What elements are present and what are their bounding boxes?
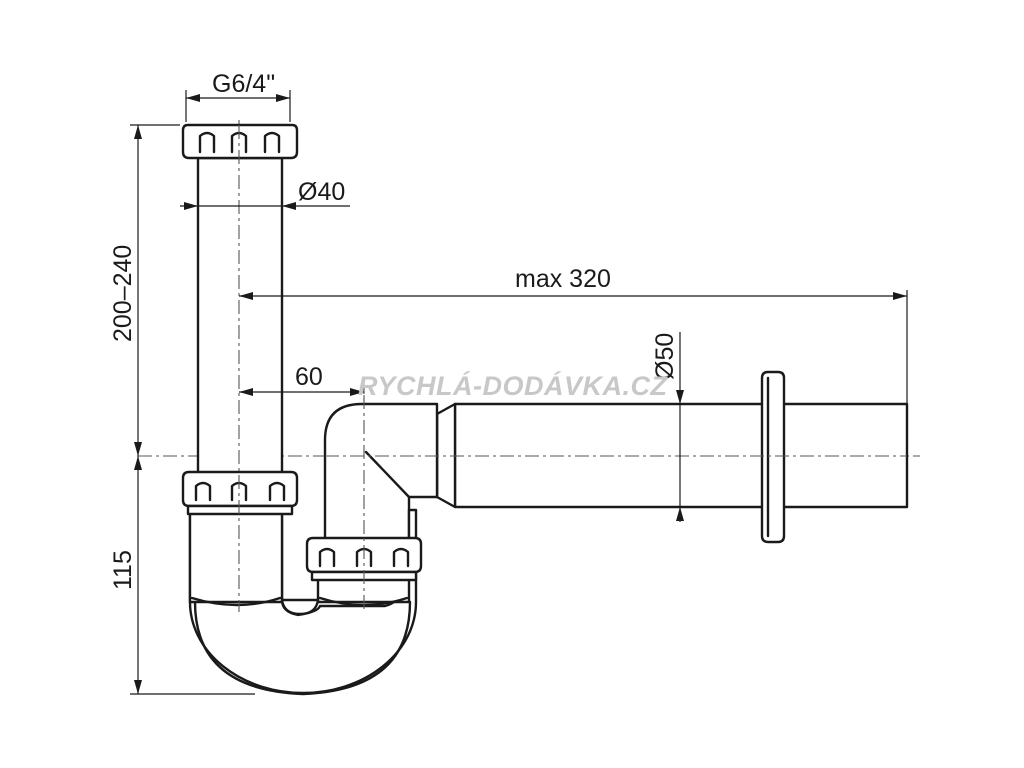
trap-depth-label: 115 [109, 550, 137, 590]
offset-label: 60 [295, 363, 323, 391]
trap-depth-arrow-top [134, 456, 142, 470]
trap-depth-arrow-bottom [134, 680, 142, 694]
dimension-trap-depth: 115 [109, 456, 255, 695]
height-label: 200–240 [109, 245, 137, 342]
dimension-max-length: max 320 [239, 265, 908, 404]
inlet-diameter-arrow-right [282, 202, 296, 210]
thread-arrow-right [276, 94, 290, 102]
trap-left-socket-edge [190, 596, 282, 607]
inlet-pipe-body [196, 156, 284, 476]
left-nut-rib-right [268, 481, 286, 502]
dimension-outlet-diameter: Ø50 [651, 332, 684, 522]
dimension-inlet-diameter: Ø40 [180, 178, 350, 210]
left-lower-nut [181, 470, 299, 516]
trap-inner-bend [193, 600, 412, 696]
trap-center-hump [280, 598, 320, 616]
right-nut-rib-right [392, 547, 410, 568]
left-nut-collar [186, 504, 294, 516]
max-length-arrow-left [239, 292, 253, 300]
top-nut [181, 123, 299, 160]
watermark: RYCHLÁ-DODÁVKA.CZ [358, 370, 669, 401]
wall-flange [760, 370, 786, 544]
dimension-offset: 60 [239, 363, 364, 396]
elbow [323, 402, 439, 542]
outlet-diameter-label: Ø50 [651, 333, 679, 380]
offset-arrow-right [350, 388, 364, 396]
wall-flange-body [760, 370, 786, 544]
right-nut-rib-left [318, 547, 336, 568]
thread-arrow-left [186, 94, 200, 102]
left-nut-rib-left [194, 481, 212, 502]
dimension-height: 200–240 [109, 124, 180, 456]
outlet-diameter-arrow-top [676, 390, 684, 404]
left-nut-body [181, 470, 299, 508]
outlet-diameter-arrow-bottom [676, 507, 684, 521]
elbow-body [323, 402, 439, 542]
dimension-thread: G6/4" [185, 70, 291, 122]
inlet-pipe [196, 156, 284, 476]
max-length-arrow-right [893, 292, 907, 300]
top-nut-rib-right [263, 131, 281, 154]
thread-label: G6/4" [212, 70, 275, 98]
trap [188, 508, 418, 696]
offset-arrow-left [239, 388, 253, 396]
inlet-diameter-arrow-left [184, 202, 198, 210]
elbow-inner-bend [364, 450, 411, 499]
height-arrow-top [134, 125, 142, 139]
top-nut-rib-left [198, 131, 216, 154]
max-length-label: max 320 [515, 265, 611, 293]
inlet-diameter-label: Ø40 [298, 178, 345, 206]
height-arrow-bottom [134, 442, 142, 456]
trap-left-socket [188, 508, 284, 604]
